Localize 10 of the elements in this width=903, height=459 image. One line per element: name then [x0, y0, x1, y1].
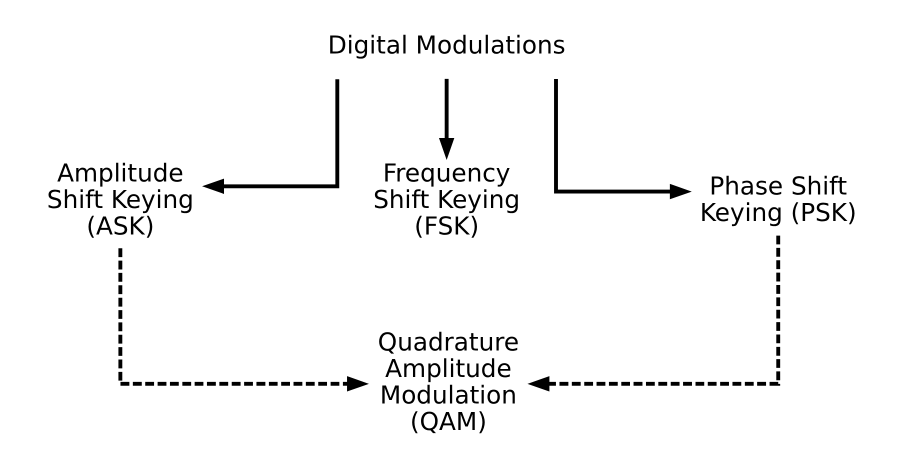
- node-text: Digital Modulations: [328, 30, 566, 60]
- node-text: Quadrature Amplitude Modulation (QAM): [378, 328, 520, 436]
- arrow: [554, 79, 692, 200]
- node-text: Amplitude Shift Keying (ASK): [46, 158, 194, 240]
- arrow: [202, 79, 340, 194]
- node-text: Frequency Shift Keying (FSK): [373, 158, 520, 240]
- arrow: [438, 78, 454, 160]
- arrow: [527, 236, 780, 392]
- node-text: Phase Shift Keying (PSK): [700, 172, 857, 228]
- arrow: [118, 248, 369, 392]
